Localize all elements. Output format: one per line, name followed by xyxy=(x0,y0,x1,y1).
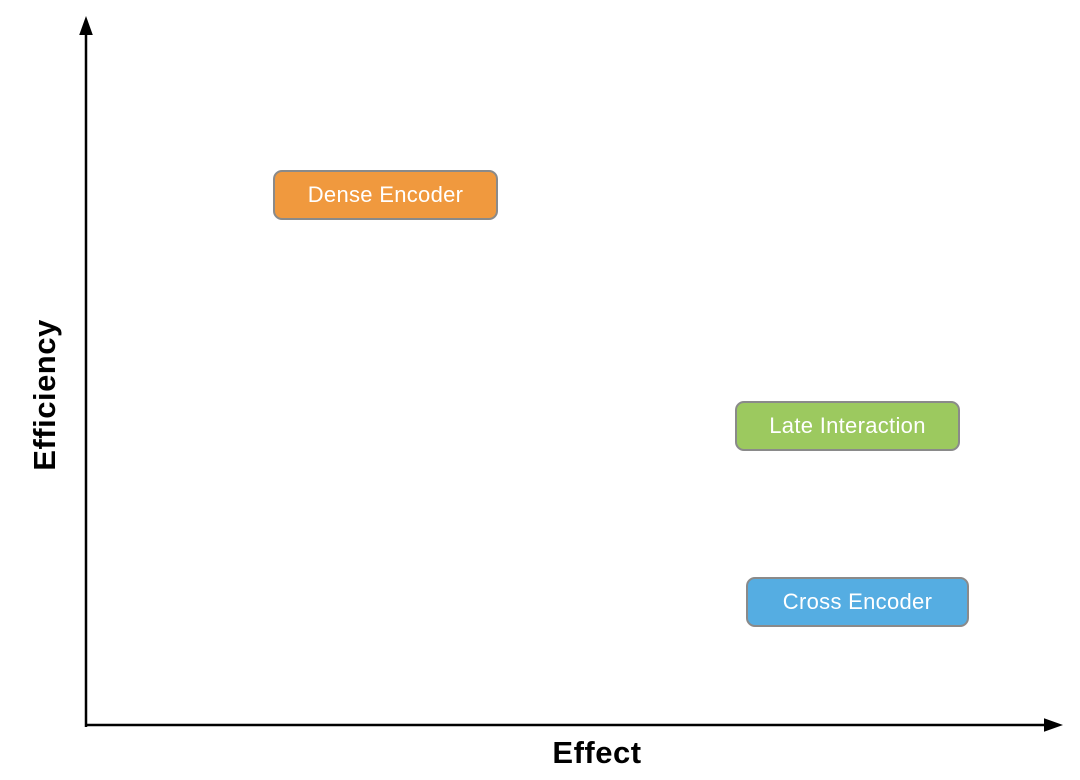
y-axis-arrowhead-icon xyxy=(79,16,93,35)
late-interaction-label: Late Interaction xyxy=(769,413,926,438)
cross-encoder-box: Cross Encoder xyxy=(746,577,969,627)
y-axis-label: Efficiency xyxy=(27,319,62,471)
dense-encoder-box: Dense Encoder xyxy=(273,170,498,220)
late-interaction-box: Late Interaction xyxy=(735,401,960,451)
dense-encoder-label: Dense Encoder xyxy=(307,182,464,207)
cross-encoder-label: Cross Encoder xyxy=(782,589,933,614)
x-axis-label: Effect xyxy=(552,735,642,770)
x-axis-arrowhead-icon xyxy=(1044,718,1063,732)
